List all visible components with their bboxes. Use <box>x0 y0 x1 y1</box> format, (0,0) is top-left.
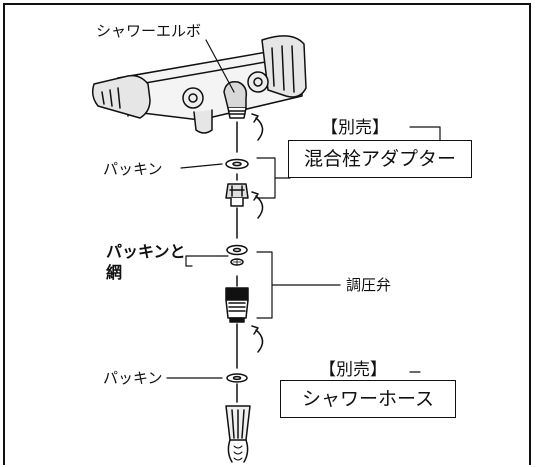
packing-bottom-label: パッキン <box>103 369 163 387</box>
shower-hose-box: シャワーホース <box>280 380 456 418</box>
shower-hose-name: シャワーホース <box>301 388 435 410</box>
shower-elbow-label: シャワーエルボ <box>96 22 202 40</box>
faucet-body-drawing <box>91 35 307 134</box>
rotate-arrow-3 <box>251 325 264 353</box>
packing-and-net-label: パッキンと <box>106 242 186 261</box>
pressure-valve-drawing <box>225 287 249 323</box>
net-label: 網 <box>106 263 123 282</box>
shower-hose-tag: 【別売】 <box>316 360 390 380</box>
mixer-adapter-name: 混合栓アダプター <box>303 148 456 170</box>
shower-hose-drawing <box>225 405 251 463</box>
packing-top-label: パッキン <box>103 160 163 178</box>
pressure-valve-label: 調圧弁 <box>346 276 392 294</box>
mixer-adapter-tag: 【別売】 <box>318 118 392 138</box>
adapter-nut-drawing <box>225 183 249 207</box>
mixer-adapter-box: 混合栓アダプター <box>288 140 472 178</box>
rotate-arrow-2 <box>251 191 264 219</box>
diagram-frame <box>3 3 531 465</box>
rotate-arrow-1 <box>251 113 264 141</box>
